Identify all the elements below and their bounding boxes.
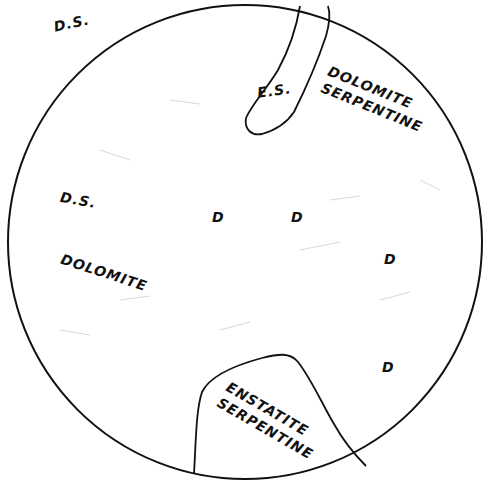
mineral-mark: D [382, 358, 395, 376]
region-name: ENSTATITE SERPENTINE [214, 378, 336, 470]
field-of-view [8, 5, 482, 479]
region-name: DOLOMITE SERPENTINE [318, 62, 434, 137]
region-abbrev: D.S. [52, 10, 91, 35]
mineral-mark: D [212, 208, 225, 226]
mineral-mark: D [291, 208, 304, 226]
region-name: DOLOMITE [58, 250, 149, 295]
region-abbrev: D.S. [59, 188, 98, 212]
enstatite-serpentine-region [194, 355, 366, 474]
region-abbrev: E.S. [256, 79, 292, 102]
mineral-mark: D [384, 250, 397, 268]
enstatite-serpentine-grain [246, 6, 330, 134]
faint-streaks [60, 100, 440, 335]
